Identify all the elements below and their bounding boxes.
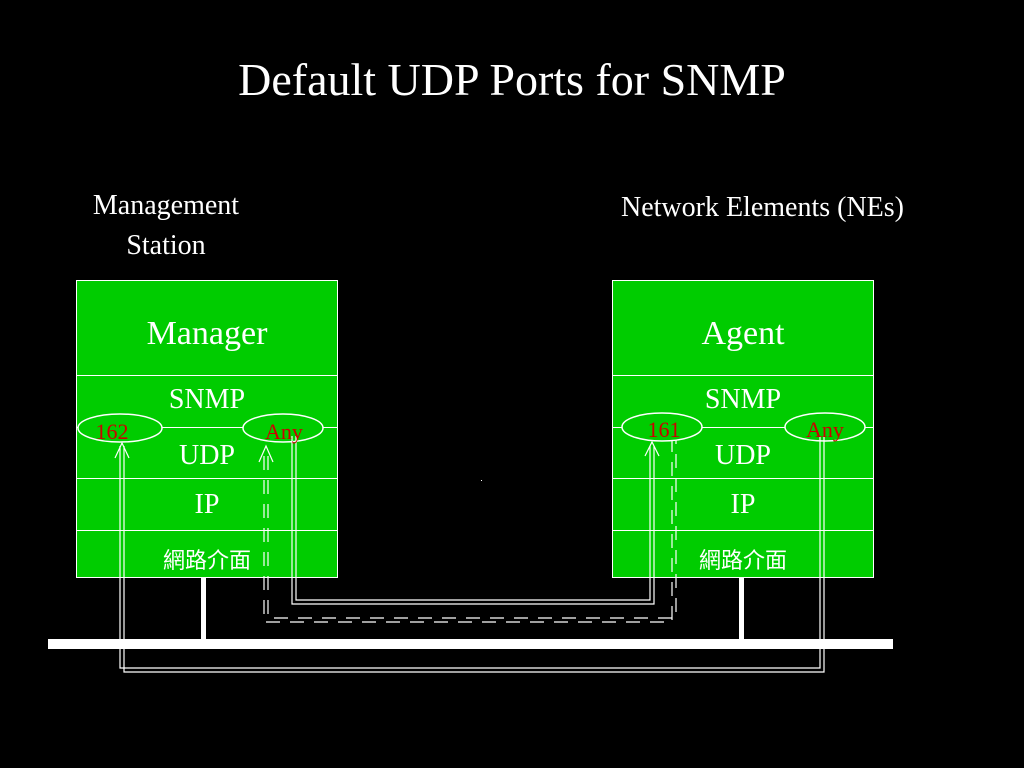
port-any-left-ellipse [242,413,324,443]
agent-layer: Agent [613,281,873,376]
request-path-to-161 [291,436,660,605]
agent-bus-drop [739,578,744,640]
manager-network-interface-layer: 網路介面 [162,549,251,574]
port-162-ellipse [77,413,163,443]
trap-path-to-162 [114,436,825,673]
port-161-label: 161 [647,417,681,442]
port-any-right-ellipse [784,412,866,442]
stray-dot [481,480,482,481]
network-bus [48,639,893,649]
agent-ip-layer: IP [613,479,873,531]
manager-bus-drop [201,578,206,640]
agent-network-interface-layer: 網路介面 [698,549,787,574]
network-elements-label: Network Elements (NEs) [620,192,905,223]
manager-udp-layer: UDP [77,428,337,479]
port-162-label: 162 [95,419,129,444]
manager-ip-layer: IP [77,479,337,531]
slide-title: Default UDP Ports for SNMP [238,54,786,105]
agent-udp-layer: UDP [613,428,873,479]
port-161-ellipse [621,412,703,442]
response-arrowhead [258,444,274,463]
manager-snmp-layer: SNMP [77,376,337,428]
management-station-label: Management Station [92,190,240,261]
port-any-left-label: Any [265,419,303,444]
manager-layer: Manager [77,281,337,376]
agent-snmp-layer: SNMP [613,376,873,428]
response-path-dashed [263,440,677,623]
port-any-right-label: Any [806,417,844,442]
